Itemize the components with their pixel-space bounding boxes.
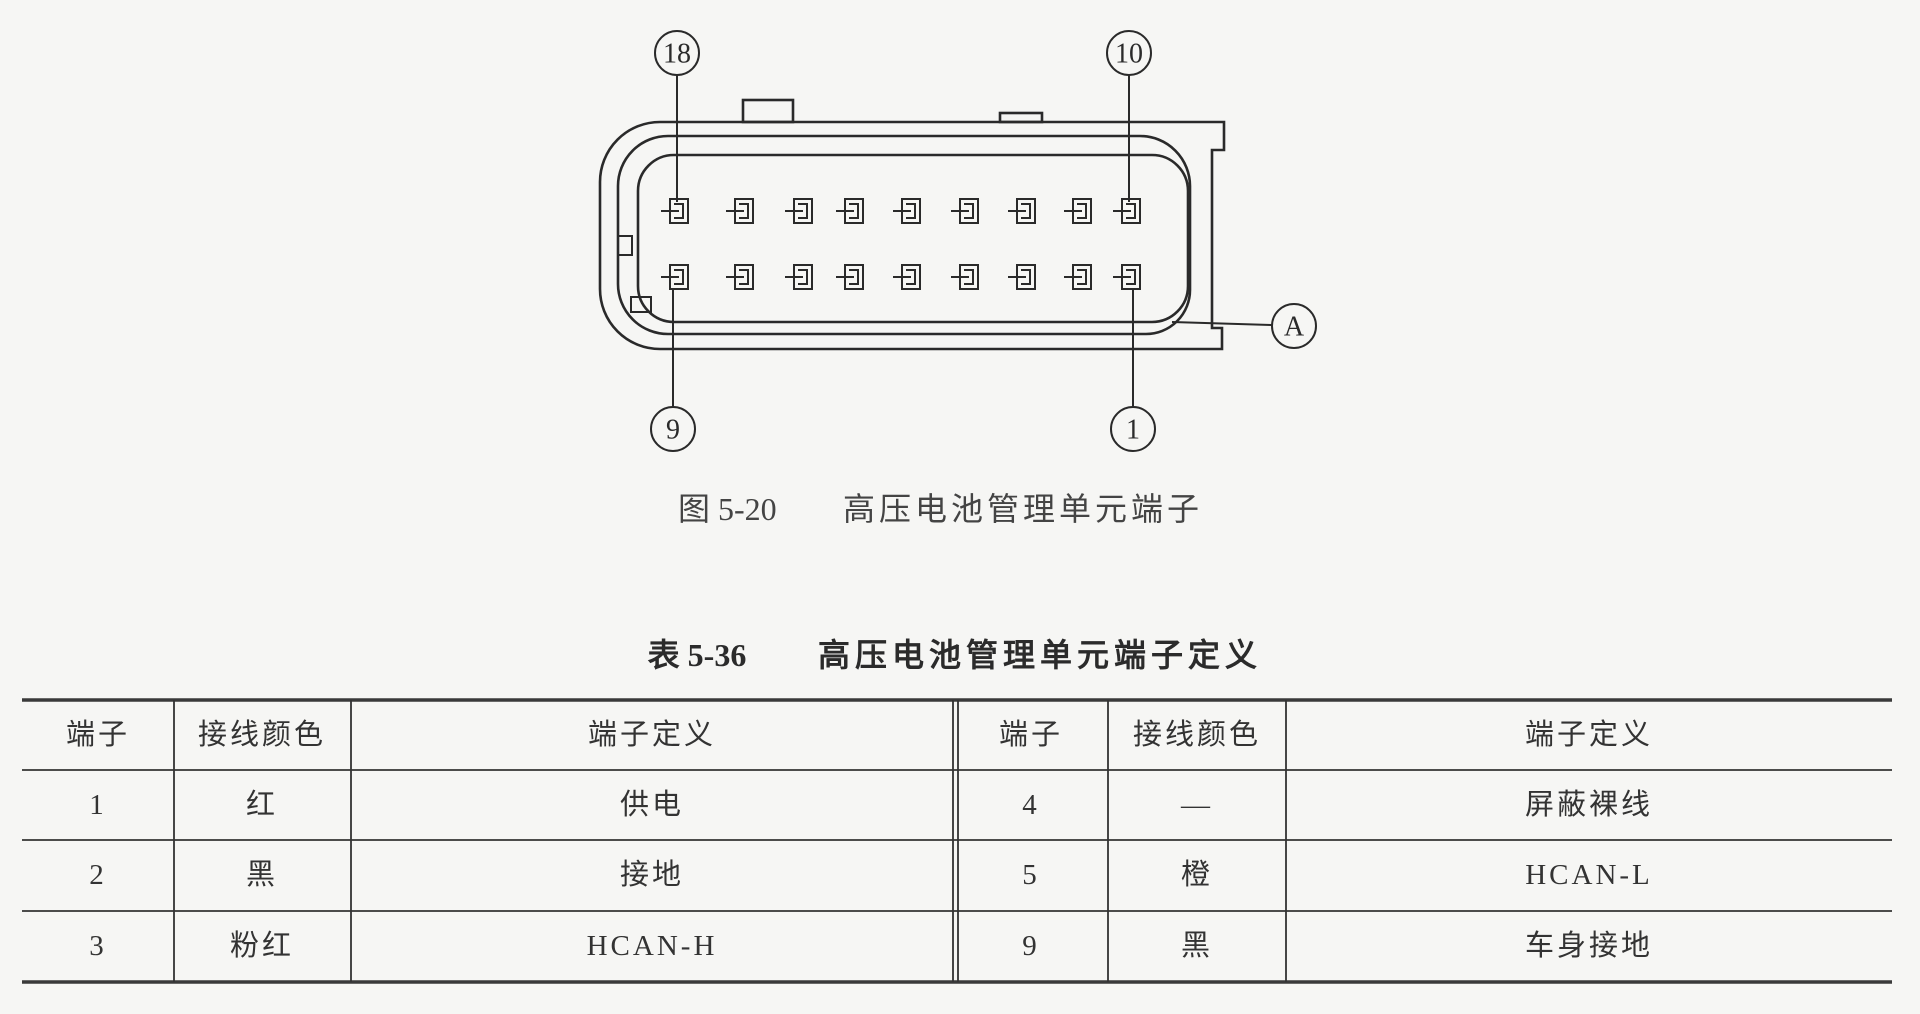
pin-terminal <box>1113 264 1141 290</box>
column-header: 接线颜色 <box>1133 718 1261 751</box>
pin-terminal <box>836 198 864 224</box>
column-header: 端子 <box>66 718 130 751</box>
bottom-key-tab <box>630 296 652 313</box>
table-cell: 9 <box>1022 930 1040 962</box>
table-cell: 5 <box>1022 859 1040 891</box>
pin-terminal <box>1064 264 1092 290</box>
svg-text:A: A <box>1284 312 1305 343</box>
table-cell: 2 <box>89 859 107 891</box>
svg-text:9: 9 <box>666 415 680 446</box>
pin-terminal <box>785 264 813 290</box>
callout-1: 1 <box>1110 406 1156 452</box>
pin-terminal <box>893 264 921 290</box>
column-header: 端子 <box>999 718 1063 751</box>
connector-outer-body <box>598 120 1226 351</box>
svg-text:18: 18 <box>663 39 691 70</box>
pin-terminal <box>726 264 754 290</box>
connector-diagram: 18 10 9 1 A <box>598 30 1317 452</box>
table-title-number: 表 5-36 <box>648 637 747 673</box>
pin-terminal <box>661 198 689 224</box>
connector-inner-cavity <box>636 153 1190 324</box>
table-cell: 橙 <box>1181 858 1213 891</box>
table-title-text: 高压电池管理单元端子定义 <box>818 637 1262 673</box>
svg-text:1: 1 <box>1126 415 1140 446</box>
table-cell: 黑 <box>246 859 278 891</box>
table-cell: HCAN-L <box>1525 859 1653 891</box>
svg-text:10: 10 <box>1115 39 1143 70</box>
leader-line-a <box>1171 321 1273 326</box>
pin-terminal <box>1113 198 1141 224</box>
figure-caption-text: 高压电池管理单元端子 <box>843 491 1203 527</box>
callout-10: 10 <box>1106 30 1152 76</box>
table-cell: 粉红 <box>230 929 294 962</box>
pin-terminal <box>893 198 921 224</box>
pin-terminal <box>951 264 979 290</box>
table-cell: 接地 <box>620 858 684 891</box>
pin-terminal <box>785 198 813 224</box>
table-cell: 4 <box>1022 789 1040 821</box>
top-latch-tab <box>741 98 795 124</box>
table-cell: 红 <box>246 788 278 821</box>
side-key-tab <box>617 235 633 256</box>
callout-18: 18 <box>654 30 700 76</box>
pin-terminal <box>1008 198 1036 224</box>
pin-terminal <box>726 198 754 224</box>
column-header: 端子定义 <box>588 718 716 751</box>
pin-terminal <box>661 264 689 290</box>
pin-terminal <box>836 264 864 290</box>
table-cell: HCAN-H <box>587 930 718 962</box>
figure-caption-number: 图 5-20 <box>678 491 777 527</box>
connector-middle-ring <box>616 134 1192 336</box>
table-cell: 屏蔽裸线 <box>1525 788 1653 821</box>
table-cell: 黑 <box>1181 930 1213 962</box>
table-cell: 1 <box>89 789 107 821</box>
top-small-tab <box>998 111 1044 124</box>
pin-terminal <box>1008 264 1036 290</box>
pin-terminal <box>1064 198 1092 224</box>
table-cell: — <box>1180 789 1213 821</box>
callout-9: 9 <box>650 406 696 452</box>
column-header: 端子定义 <box>1525 718 1653 751</box>
table-cell: 供电 <box>620 788 684 821</box>
callout-a: A <box>1271 303 1317 349</box>
pin-terminal <box>951 198 979 224</box>
terminal-definition-table: 端子 接线颜色 端子定义 端子 接线颜色 端子定义 1 红 供电 4 — 屏蔽裸线 2 黑 接地 5 橙 HCAN… <box>22 698 1892 984</box>
column-header: 接线颜色 <box>198 718 326 751</box>
table-cell: 3 <box>89 930 107 962</box>
table-cell: 车身接地 <box>1525 929 1653 962</box>
pin-array <box>661 198 1141 290</box>
